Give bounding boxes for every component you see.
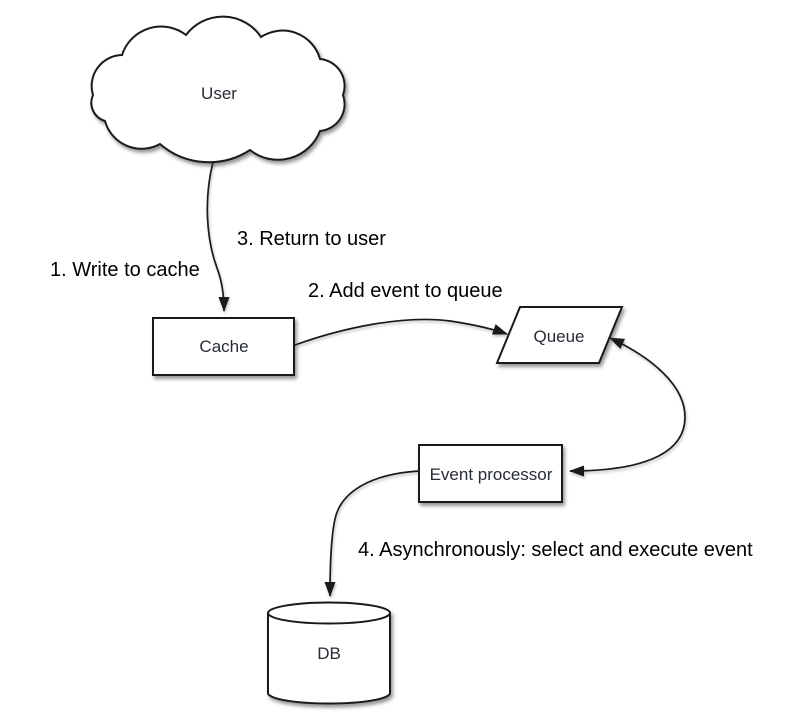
edges-layer xyxy=(206,161,686,597)
arrow-user-to-cache xyxy=(206,161,230,312)
node-cache: Cache xyxy=(152,317,295,376)
node-queue-label: Queue xyxy=(533,327,584,346)
node-event-processor-label: Event processor xyxy=(430,465,553,484)
node-db: DB xyxy=(267,601,391,705)
edge-label-step-4: 4. Asynchronously: select and execute ev… xyxy=(358,539,753,561)
db-cylinder-top xyxy=(267,601,391,625)
node-queue: Queue xyxy=(495,306,624,364)
node-db-label: DB xyxy=(317,644,341,663)
event-processor-box xyxy=(418,444,563,503)
db-cylinder-body xyxy=(267,613,391,705)
node-user-label: User xyxy=(201,84,237,103)
edge-label-step-3: 3. Return to user xyxy=(237,228,386,250)
arrow-cache-to-queue xyxy=(294,318,508,346)
node-user: User xyxy=(90,15,346,164)
cache-box xyxy=(152,317,295,376)
edge-label-step-1: 1. Write to cache xyxy=(50,259,200,281)
cloud-shape xyxy=(90,15,346,164)
node-event-processor: Event processor xyxy=(418,444,563,503)
edge-label-step-2: 2. Add event to queue xyxy=(308,280,503,302)
queue-parallelogram xyxy=(495,306,624,364)
arrow-event-processor-to-db xyxy=(324,470,420,597)
node-cache-label: Cache xyxy=(199,337,248,356)
arrow-queue-event-processor xyxy=(569,337,686,477)
